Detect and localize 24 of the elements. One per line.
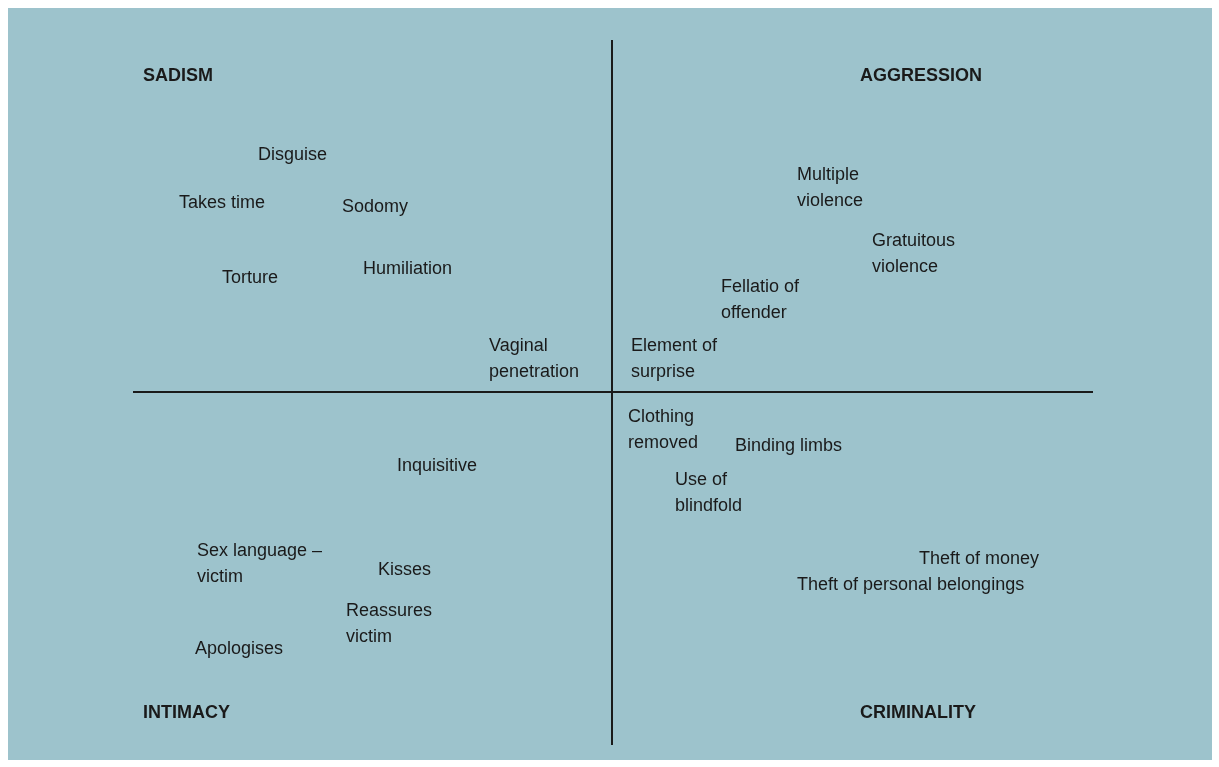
trait-label: Theft of money [919, 547, 1040, 570]
quadrant-title: INTIMACY [143, 701, 230, 724]
trait-label: Inquisitive [397, 454, 478, 477]
trait-label: Vaginal penetration [489, 334, 581, 383]
trait-label: Reassures victim [346, 599, 434, 648]
trait-label: Humiliation [363, 257, 453, 280]
trait-label: Sodomy [342, 195, 409, 218]
trait-label: Use of blindfold [675, 468, 744, 517]
trait-label: Torture [222, 266, 279, 289]
trait-label: Clothing removed [628, 405, 700, 454]
trait-label: Kisses [378, 558, 431, 581]
trait-label: Takes time [179, 191, 266, 214]
quadrant-title: AGGRESSION [860, 64, 983, 87]
trait-label: Theft of personal belongings [797, 573, 1025, 596]
trait-label: Multiple violence [797, 163, 865, 212]
trait-label: Apologises [195, 637, 284, 660]
quadrant-title: CRIMINALITY [860, 701, 976, 724]
trait-label: Sex language – victim [197, 539, 324, 588]
trait-label: Fellatio of offender [721, 275, 801, 324]
quadrant-title: SADISM [143, 64, 213, 87]
trait-label: Gratuitous violence [872, 229, 957, 278]
trait-label: Disguise [258, 143, 328, 166]
trait-label: Binding limbs [735, 434, 843, 457]
trait-label: Element of surprise [631, 334, 719, 383]
